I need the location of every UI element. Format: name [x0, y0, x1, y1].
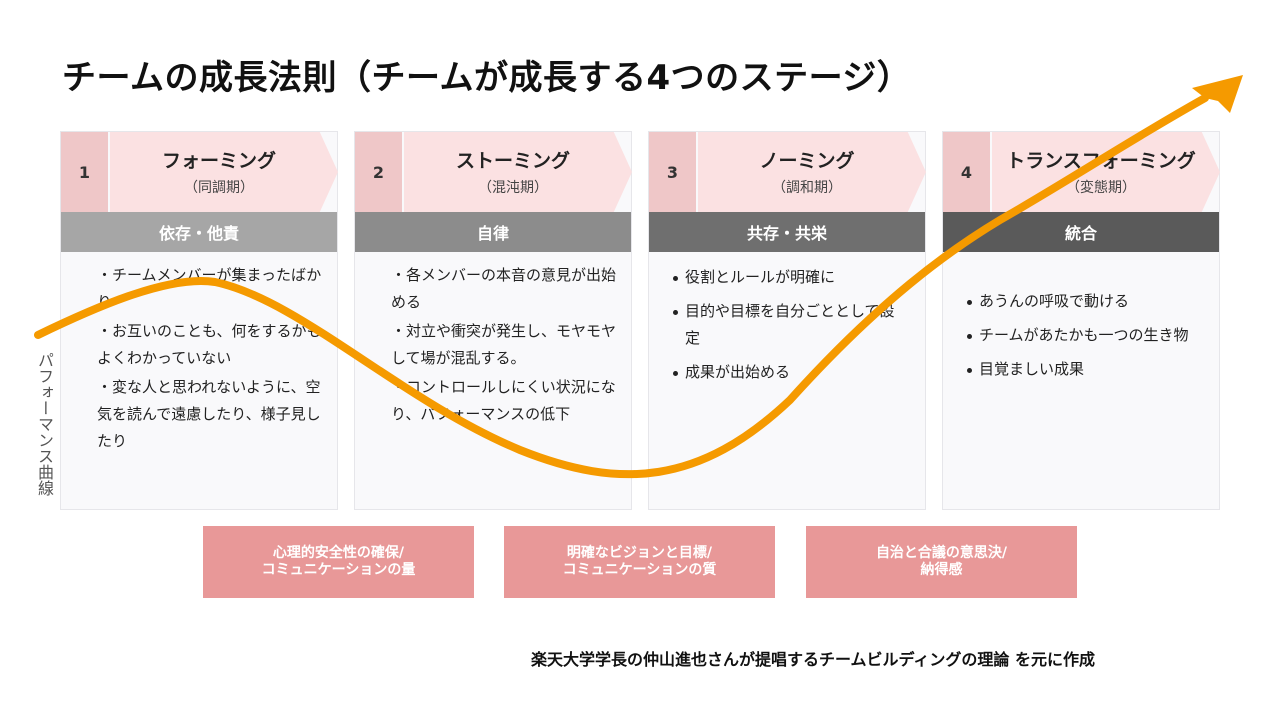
page-title: チームの成長法則（チームが成長する4つのステージ） [62, 58, 912, 98]
stage-bullets: ・各メンバーの本音の意見が出始める ・対立や衝突が発生し、モヤモヤして場が混乱す… [391, 262, 623, 430]
stage-band: 自律 [355, 212, 631, 252]
bullet-item: 役割とルールが明確に [673, 264, 905, 291]
stage-card-storming: 2 ストーミング （混沌期） 自律 ・各メンバーの本音の意見が出始める ・対立や… [354, 131, 632, 510]
stage-number: 4 [943, 132, 990, 212]
stage-number: 3 [649, 132, 696, 212]
stage-name: フォーミング [161, 150, 276, 172]
stage-period: （調和期） [772, 180, 842, 196]
y-axis-label: パフォーマンス曲線 [35, 352, 54, 496]
bullet-item: あうんの呼吸で動ける [967, 288, 1199, 315]
stage-bullets: 役割とルールが明確に 目的や目標を自分ごととして設定 成果が出始める [673, 264, 905, 393]
transition-pill-2: 明確なビジョンと目標/ コミュニケーションの質 [504, 526, 775, 598]
stage-period: （混沌期） [478, 180, 548, 196]
stage-name: ストーミング [455, 150, 570, 172]
stage-bullets: あうんの呼吸で動ける チームがあたかも一つの生き物 目覚ましい成果 [967, 288, 1199, 390]
bullet-item: ・対立や衝突が発生し、モヤモヤして場が混乱する。 [391, 322, 617, 367]
bullet-item: ・コントロールしにくい状況になり、パフォーマンスの低下 [391, 378, 616, 423]
transition-pill-3: 自治と合議の意思決/ 納得感 [806, 526, 1077, 598]
source-note: 楽天大学学長の仲山進也さんが提唱するチームビルディングの理論 を元に作成 [531, 650, 1095, 669]
stage-band: 共存・共栄 [649, 212, 925, 252]
bullet-item: ・お互いのことも、何をするかもよくわかっていない [97, 322, 322, 367]
stage-header: 4 トランスフォーミング （変態期） [943, 132, 1220, 212]
bullet-item: ・各メンバーの本音の意見が出始める [391, 266, 617, 311]
stage-card-norming: 3 ノーミング （調和期） 共存・共栄 役割とルールが明確に 目的や目標を自分ご… [648, 131, 926, 510]
bullet-item: 目覚ましい成果 [967, 356, 1199, 383]
arrow-head-icon [1192, 75, 1243, 113]
stage-header: 2 ストーミング （混沌期） [355, 132, 632, 212]
stage-period: （同調期） [184, 180, 254, 196]
transition-pill-1: 心理的安全性の確保/ コミュニケーションの量 [203, 526, 474, 598]
stage-name: ノーミング [759, 150, 855, 172]
bullet-item: 成果が出始める [673, 359, 905, 386]
bullet-item: ・変な人と思われないように、空気を読んで遠慮したり、様子見したり [97, 378, 321, 450]
stage-bullets: ・チームメンバーが集まったばかり ・お互いのことも、何をするかもよくわかっていな… [97, 262, 329, 457]
stage-band: 統合 [943, 212, 1219, 252]
stage-number: 2 [355, 132, 402, 212]
stage-card-forming: 1 フォーミング （同調期） 依存・他責 ・チームメンバーが集まったばかり ・お… [60, 131, 338, 510]
stage-number: 1 [61, 132, 108, 212]
bullet-item: 目的や目標を自分ごととして設定 [673, 298, 905, 352]
stage-card-transforming: 4 トランスフォーミング （変態期） 統合 あうんの呼吸で動ける チームがあたか… [942, 131, 1220, 510]
stage-header: 3 ノーミング （調和期） [649, 132, 926, 212]
stage-name: トランスフォーミング [1006, 150, 1196, 172]
bullet-item: ・チームメンバーが集まったばかり [97, 266, 322, 311]
stage-header: 1 フォーミング （同調期） [61, 132, 338, 212]
bullet-item: チームがあたかも一つの生き物 [967, 322, 1199, 349]
stage-period: （変態期） [1066, 180, 1136, 196]
stage-band: 依存・他責 [61, 212, 337, 252]
